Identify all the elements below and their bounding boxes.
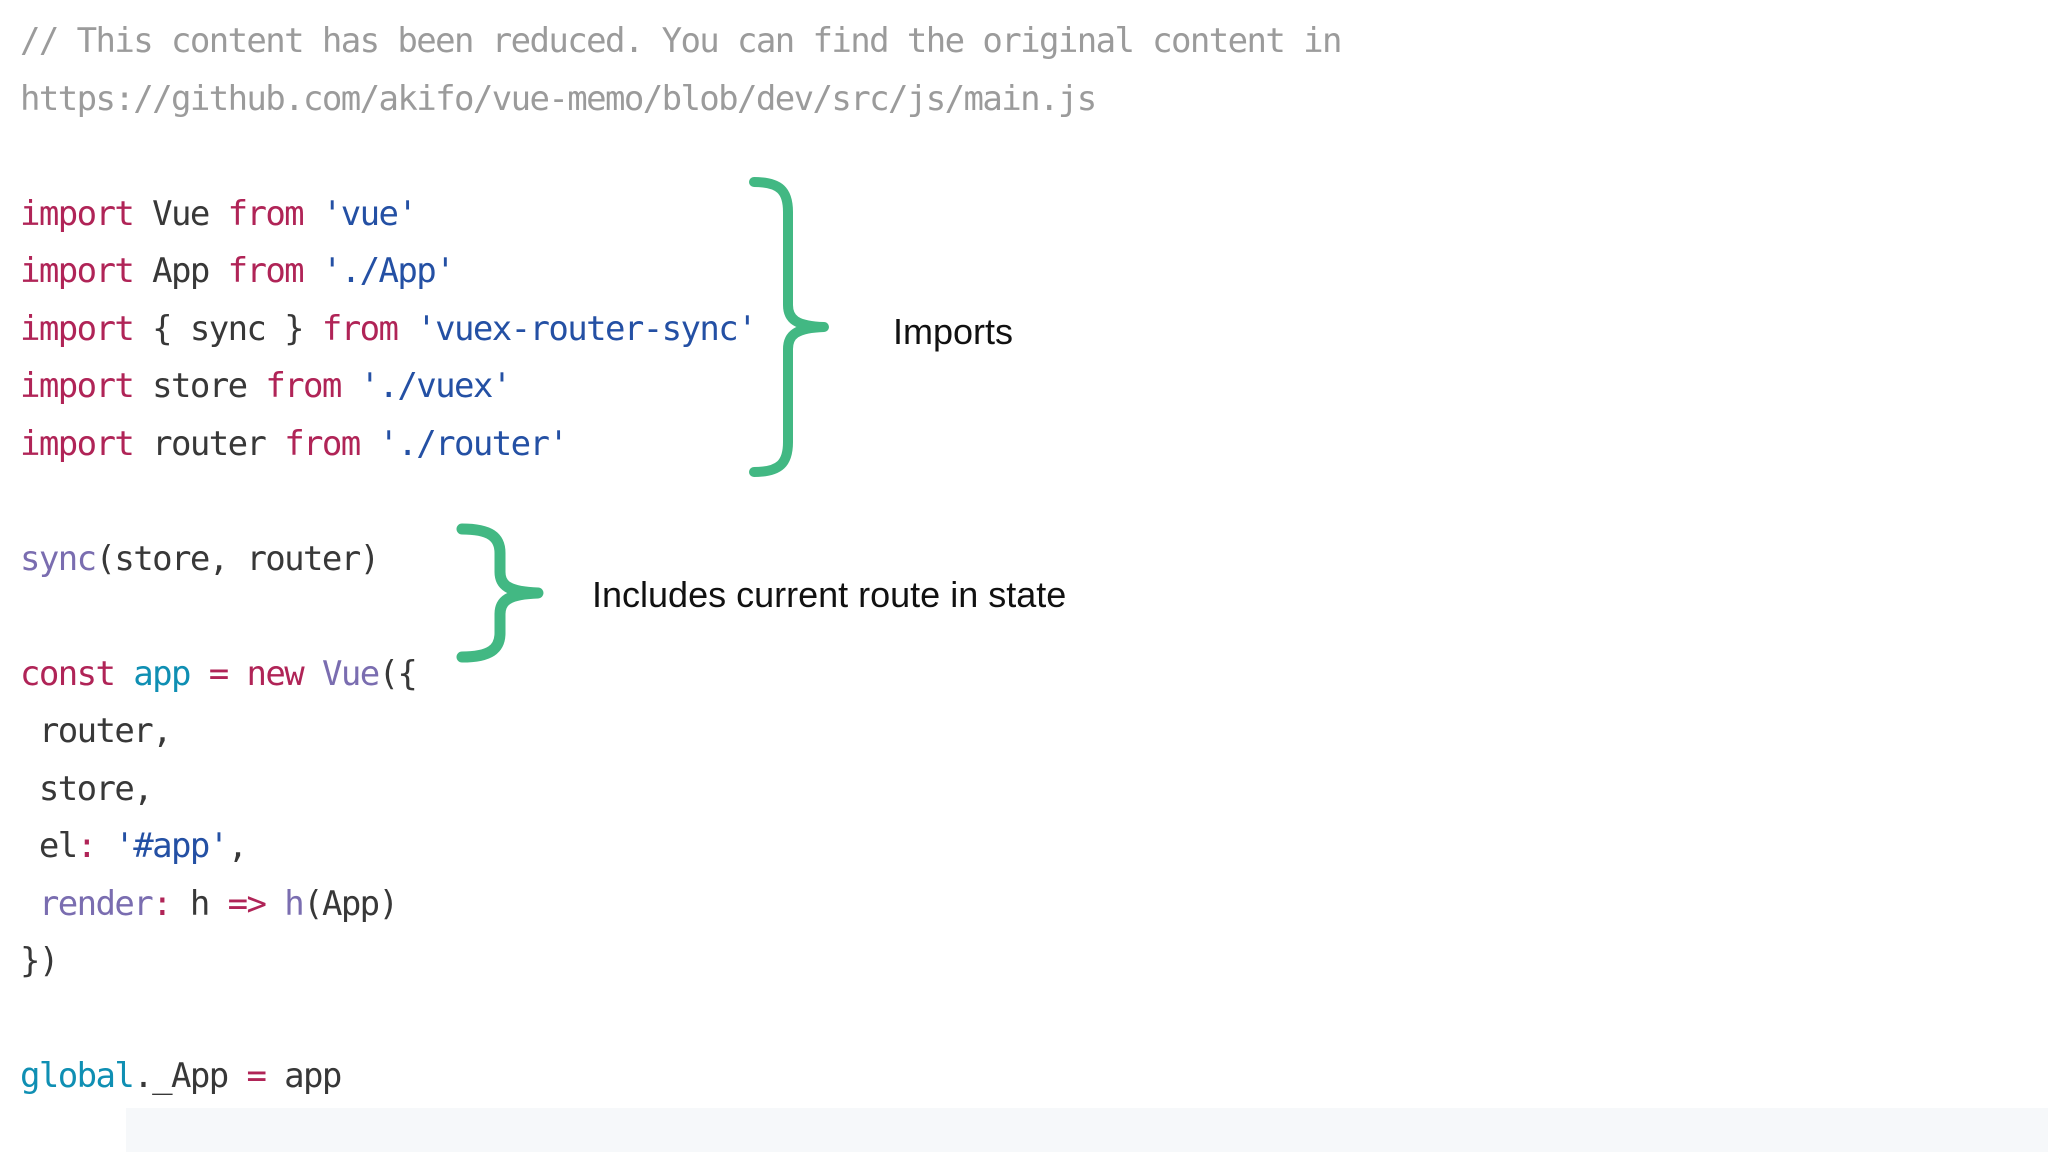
- code-line: import router from './router': [20, 416, 1341, 474]
- code-token-keyword: from: [265, 366, 342, 406]
- code-token-keyword: import: [20, 308, 135, 349]
- code-token-plain: [360, 424, 379, 464]
- code-token-string: 'vuex-router-sync': [416, 308, 757, 349]
- code-line: import Vue from 'vue': [20, 186, 1341, 244]
- code-line: el: '#app',: [20, 818, 1341, 876]
- code-token-plain: [190, 654, 209, 694]
- code-line: [20, 128, 1341, 186]
- code-token-plain: [20, 884, 39, 924]
- code-token-keyword: from: [321, 308, 399, 349]
- code-token-keyword: new: [246, 653, 304, 694]
- code-line: store,: [20, 761, 1341, 819]
- code-token-plain: app: [265, 1056, 342, 1096]
- code-token-plain: }): [20, 941, 59, 981]
- code-line: import store from './vuex': [20, 358, 1341, 416]
- code-token-plain: App: [133, 251, 228, 291]
- code-token-keyword: :: [152, 883, 172, 924]
- code-token-plain: router: [133, 423, 285, 464]
- code-token-keyword: :: [76, 826, 97, 866]
- code-line: const app = new Vue({: [20, 646, 1341, 704]
- code-token-plain: [303, 251, 322, 291]
- code-line: [20, 473, 1341, 531]
- code-line: sync(store, router): [20, 531, 1341, 589]
- bottom-strip: [126, 1108, 2048, 1152]
- code-token-string: './vuex': [359, 366, 513, 406]
- code-token-plain: [341, 366, 360, 406]
- code-token-plain: [95, 826, 114, 866]
- code-content: // This content has been reduced. You ca…: [20, 13, 1342, 1106]
- code-token-keyword: import: [20, 251, 135, 291]
- curly-brace-icon: [749, 177, 829, 477]
- code-token-function: Vue: [321, 653, 380, 694]
- code-token-keyword: =>: [227, 883, 267, 924]
- code-token-keyword: from: [227, 193, 305, 234]
- code-token-plain: [397, 309, 416, 349]
- code-token-plain: Vue: [133, 193, 228, 234]
- code-line: }): [20, 933, 1341, 991]
- code-line: import { sync } from 'vuex-router-sync': [20, 301, 1341, 359]
- code-token-function: render: [38, 883, 154, 924]
- code-token-plain: ({: [378, 653, 418, 694]
- code-token-plain: store: [133, 366, 266, 406]
- code-token-string: './router': [378, 423, 569, 464]
- code-token-keyword: =: [246, 1056, 266, 1096]
- code-line: import App from './App': [20, 243, 1341, 301]
- route-annotation-label: Includes current route in state: [592, 574, 1067, 615]
- imports-annotation-label: Imports: [893, 311, 1014, 352]
- code-token-plain: ._App: [133, 1056, 247, 1096]
- code-line: global._App = app: [20, 1048, 1341, 1106]
- code-token-function: sync: [20, 538, 97, 579]
- code-token-keyword: import: [20, 366, 135, 406]
- imports-brace: [749, 177, 829, 477]
- code-token-plain: ,: [227, 826, 248, 866]
- route-brace: [456, 523, 544, 663]
- code-token-plain: (store, router): [95, 538, 380, 579]
- code-token-string: './App': [321, 251, 456, 291]
- code-token-plain: { sync }: [133, 308, 322, 349]
- code-token-keyword: from: [284, 423, 361, 464]
- code-token-plain: [303, 194, 322, 234]
- code-token-plain: store,: [20, 768, 154, 809]
- code-token-keyword: from: [227, 251, 305, 291]
- code-token-keyword: =: [208, 653, 229, 694]
- code-line: render: h => h(App): [20, 876, 1341, 934]
- code-line: // This content has been reduced. You ca…: [20, 13, 1342, 71]
- code-token-string: '#app': [114, 826, 229, 866]
- code-token-keyword: import: [20, 193, 135, 234]
- code-line: https://github.com/akifo/vue-memo/blob/d…: [20, 71, 1341, 129]
- code-token-variable: app: [133, 653, 191, 694]
- code-line: router,: [20, 703, 1341, 761]
- code-token-string: 'vue': [321, 193, 418, 234]
- code-token-plain: router,: [20, 711, 173, 751]
- code-line: [20, 991, 1341, 1049]
- code-token-plain: el: [20, 826, 78, 866]
- code-token-function: h: [284, 883, 304, 924]
- code-token-comment: // This content has been reduced. You ca…: [20, 21, 1342, 61]
- code-block: // This content has been reduced. You ca…: [20, 13, 1342, 1106]
- code-token-plain: h: [170, 883, 228, 924]
- curly-brace-icon: [456, 523, 544, 663]
- code-token-plain: [228, 654, 247, 694]
- code-token-variable: global: [20, 1056, 135, 1096]
- code-token-plain: [303, 654, 322, 694]
- code-token-comment: https://github.com/akifo/vue-memo/blob/d…: [20, 78, 1097, 119]
- code-token-plain: [114, 654, 133, 694]
- code-token-plain: (App): [303, 883, 399, 924]
- code-token-keyword: import: [20, 423, 135, 464]
- code-token-plain: [265, 884, 284, 924]
- code-token-keyword: const: [20, 653, 116, 694]
